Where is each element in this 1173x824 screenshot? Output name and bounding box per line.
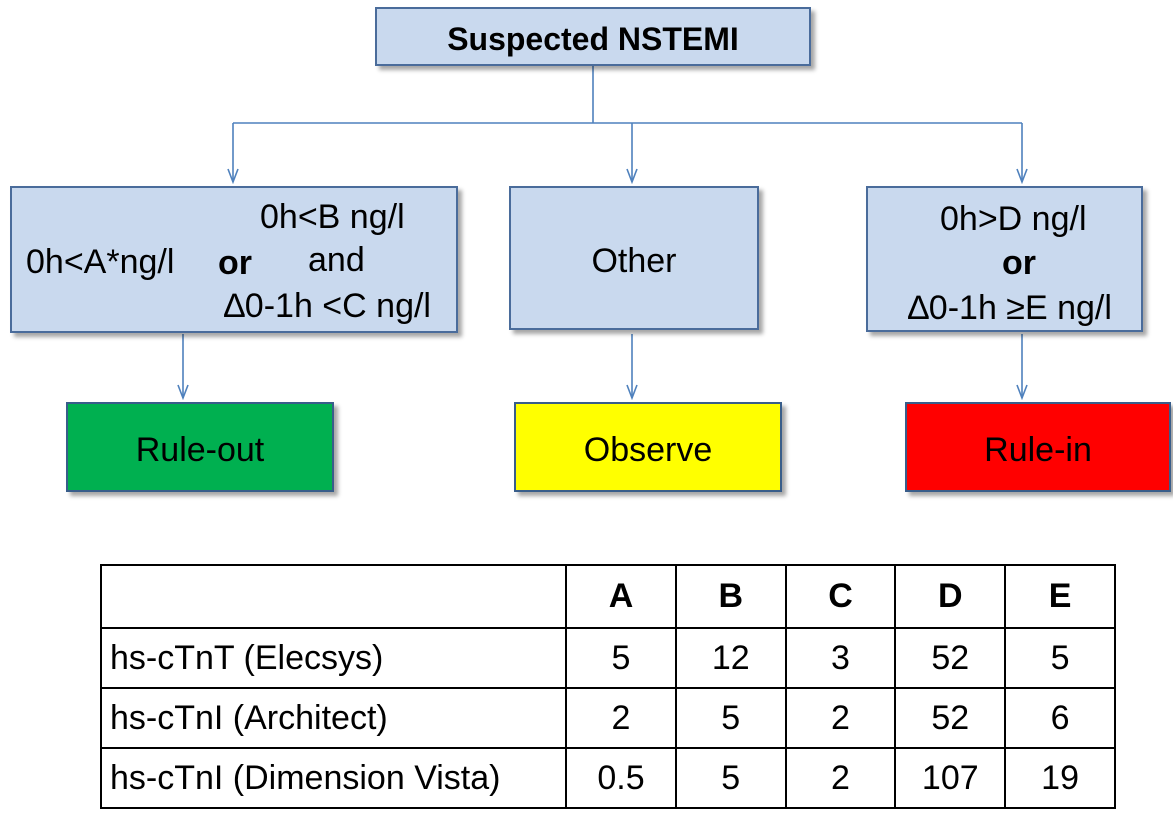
table-cell: 52 [894,687,1007,749]
table-cell: 5 [565,627,677,689]
rule-out-box: Rule-out [66,402,334,492]
header-cell-b: B [674,564,787,629]
suspected-nstemi-box: Suspected NSTEMI [375,7,811,66]
condition-b: 0h<B ng/l [260,198,405,236]
condition-d: 0h>D ng/l [940,200,1087,238]
table-row: hs-cTnI (Architect) 2 5 2 52 6 [99,687,1116,749]
table-cell: 5 [674,747,787,809]
assay-name: hs-cTnI (Architect) [99,687,568,749]
assay-name: hs-cTnT (Elecsys) [99,627,568,689]
assay-name: hs-cTnI (Dimension Vista) [99,747,568,809]
and-label: and [308,241,365,279]
table-cell: 107 [894,747,1007,809]
table-cell: 2 [784,687,897,749]
observe-box: Observe [514,402,782,492]
or-label-left: or [218,244,252,282]
header-cell-blank [99,564,568,629]
table-cell: 19 [1004,747,1116,809]
header-cell-e: E [1004,564,1116,629]
diagram-title: Suspected NSTEMI [447,21,739,57]
other-label: Other [591,242,677,280]
observe-label: Observe [583,431,713,469]
or-label-right: or [1002,244,1036,282]
other-box: Other [509,186,759,330]
rule-in-label: Rule-in [984,431,1092,469]
table-row: hs-cTnI (Dimension Vista) 0.5 5 2 107 19 [99,747,1116,809]
table-cell: 5 [1004,627,1116,689]
table-cell: 2 [784,747,897,809]
table-cell: 6 [1004,687,1116,749]
condition-e: ∆0-1h ≥E ng/l [908,289,1112,327]
condition-c: ∆0-1h <C ng/l [224,287,431,325]
rule-in-box: Rule-in [905,402,1171,492]
header-cell-d: D [894,564,1007,629]
rule-out-criteria-box: 0h<A*ng/l or 0h<B ng/l and ∆0-1h <C ng/l [10,186,458,333]
condition-a: 0h<A*ng/l [26,243,175,281]
cutoff-table: A B C D E hs-cTnT (Elecsys) 5 12 3 52 5 … [99,564,1116,809]
table-cell: 2 [565,687,677,749]
table-cell: 5 [674,687,787,749]
table-cell: 12 [674,627,787,689]
table-cell: 52 [894,627,1007,689]
table-header-row: A B C D E [99,564,1116,629]
table-cell: 3 [784,627,897,689]
header-cell-a: A [565,564,677,629]
table-row: hs-cTnT (Elecsys) 5 12 3 52 5 [99,627,1116,689]
rule-out-label: Rule-out [135,431,265,469]
table-cell: 0.5 [565,747,677,809]
header-cell-c: C [784,564,897,629]
rule-in-criteria-box: 0h>D ng/l or ∆0-1h ≥E ng/l [866,186,1143,332]
